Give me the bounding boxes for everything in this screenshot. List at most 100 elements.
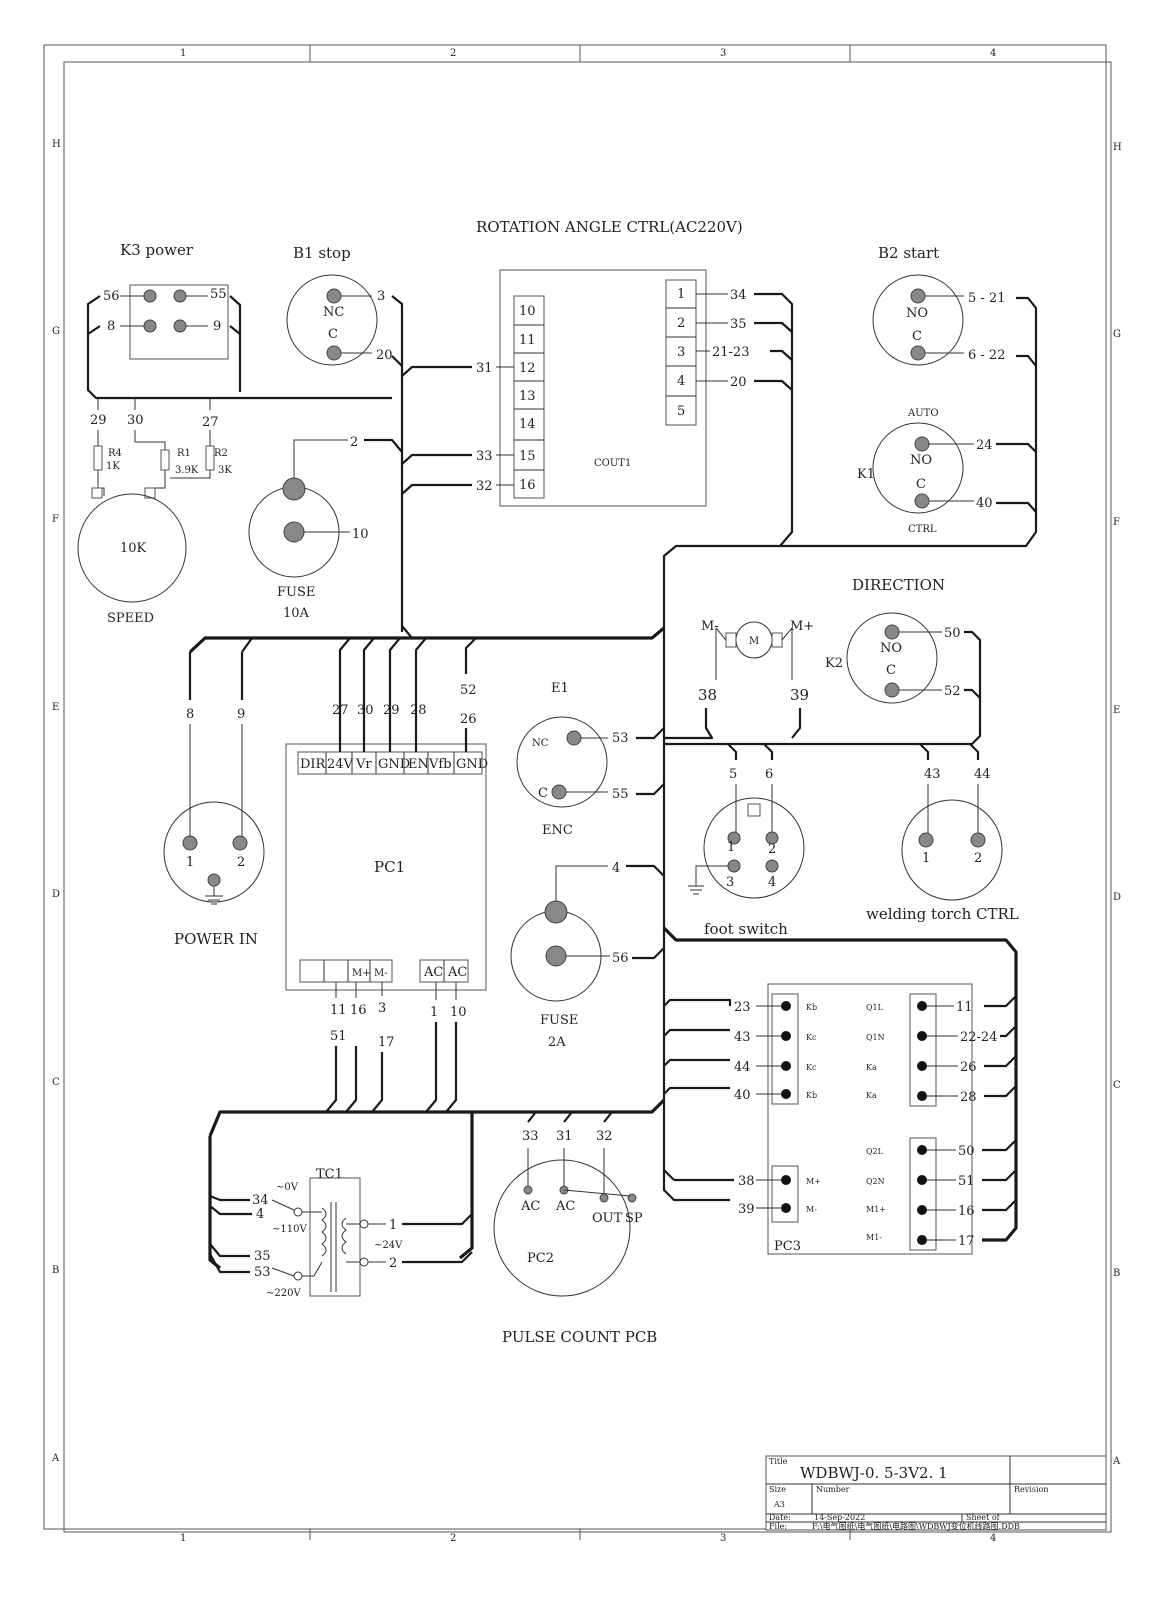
svg-text:51: 51 [958, 1174, 975, 1189]
svg-text:SPEED: SPEED [107, 611, 154, 626]
svg-text:Kc: Kc [806, 1033, 817, 1042]
svg-text:NO: NO [880, 641, 902, 656]
svg-text:52: 52 [944, 684, 961, 699]
svg-text:20: 20 [376, 348, 393, 363]
grid-col-4-bottom: 4 [990, 1533, 996, 1544]
svg-text:FUSE: FUSE [277, 585, 315, 600]
svg-text:4: 4 [677, 374, 685, 389]
svg-text:E: E [1113, 705, 1120, 716]
svg-text:10: 10 [450, 1005, 467, 1020]
svg-text:C: C [916, 477, 926, 492]
b2-start-button: NO C 5 - 21 6 - 22 [872, 274, 1005, 366]
svg-text:~220V: ~220V [266, 1288, 301, 1299]
svg-text:R4: R4 [108, 448, 122, 459]
svg-text:31: 31 [476, 361, 493, 376]
svg-text:5: 5 [677, 404, 685, 419]
svg-text:Q2N: Q2N [866, 1177, 885, 1186]
svg-text:1: 1 [727, 840, 735, 855]
svg-text:39: 39 [738, 1202, 755, 1217]
svg-text:FUSE: FUSE [540, 1013, 578, 1028]
svg-text:B: B [1113, 1268, 1120, 1279]
svg-text:A: A [1112, 1456, 1121, 1467]
svg-text:Ka: Ka [866, 1091, 877, 1100]
svg-text:GND: GND [456, 757, 488, 772]
svg-text:24: 24 [976, 438, 993, 453]
svg-text:H: H [52, 139, 61, 150]
svg-text:Q1N: Q1N [866, 1033, 885, 1042]
b1-stop-label: B1 stop [293, 244, 351, 262]
fuse-10a: 2 10 FUSE 10A [248, 435, 369, 621]
speed-potentiometer: 29 30 27 R4 1K R1 3.9K R2 3K 10K SPEED [77, 398, 232, 626]
svg-text:SP: SP [625, 1211, 643, 1226]
svg-text:H: H [1113, 142, 1122, 153]
grid-col-2: 2 [450, 48, 456, 59]
svg-text:3: 3 [726, 875, 734, 890]
svg-text:17: 17 [958, 1234, 975, 1249]
svg-text:34: 34 [730, 288, 747, 303]
foot-switch-socket: 5 6 1 2 3 4 foot switch [688, 767, 805, 938]
svg-text:NC: NC [532, 738, 549, 749]
svg-text:2: 2 [389, 1256, 397, 1271]
svg-text:40: 40 [734, 1088, 751, 1103]
svg-text:38: 38 [698, 686, 717, 704]
svg-text:Vr: Vr [355, 757, 372, 772]
svg-text:50: 50 [944, 626, 961, 641]
svg-text:G: G [52, 326, 60, 337]
svg-text:1: 1 [922, 851, 930, 866]
svg-text:50: 50 [958, 1144, 975, 1159]
pc1-bottom-wires [325, 982, 458, 1113]
pc1-top-wires [338, 637, 477, 752]
svg-text:33: 33 [522, 1129, 539, 1144]
svg-text:43: 43 [924, 767, 941, 782]
pc2-pulse-count-board: 33 31 32 AC AC OUT SP PC2 [493, 1129, 643, 1297]
rotation-angle-title: ROTATION ANGLE CTRL(AC220V) [476, 218, 743, 236]
svg-text:Vfb: Vfb [428, 757, 452, 772]
grid-col-3: 3 [720, 48, 726, 59]
b1-stop-button: NC C 3 20 [286, 274, 393, 366]
b2-start-label: B2 start [878, 244, 939, 262]
svg-text:welding torch CTRL: welding torch CTRL [866, 905, 1019, 923]
svg-text:15: 15 [519, 449, 536, 464]
svg-text:2: 2 [237, 855, 245, 870]
svg-text:A: A [51, 1453, 60, 1464]
svg-text:2: 2 [768, 842, 776, 857]
svg-text:27: 27 [202, 415, 219, 430]
svg-text:PC3: PC3 [774, 1239, 801, 1254]
svg-text:14: 14 [519, 417, 536, 432]
svg-text:Q2L: Q2L [866, 1147, 884, 1156]
k3-power-label: K3 power [120, 241, 194, 259]
svg-text:24V: 24V [327, 757, 354, 772]
svg-text:C: C [1113, 1080, 1121, 1091]
svg-text:TC1: TC1 [316, 1167, 343, 1182]
svg-text:5: 5 [729, 767, 737, 782]
svg-text:Kb: Kb [806, 1091, 817, 1100]
svg-text:NO: NO [910, 453, 932, 468]
svg-text:3: 3 [677, 345, 685, 360]
svg-text:3: 3 [378, 1001, 386, 1016]
svg-text:PC2: PC2 [527, 1251, 554, 1266]
svg-text:53: 53 [612, 731, 629, 746]
svg-text:F: F [52, 514, 59, 525]
svg-text:F: F [1113, 517, 1120, 528]
svg-text:3K: 3K [218, 465, 232, 476]
grid-col-2-bottom: 2 [450, 1533, 456, 1544]
grid-col-4: 4 [990, 48, 996, 59]
svg-text:4: 4 [768, 875, 776, 890]
svg-text:16: 16 [350, 1003, 367, 1018]
svg-text:3.9K: 3.9K [175, 465, 199, 476]
svg-text:M-: M- [374, 968, 388, 979]
svg-text:C: C [538, 786, 548, 801]
svg-text:35: 35 [254, 1249, 271, 1264]
svg-text:31: 31 [556, 1129, 573, 1144]
svg-text:AC: AC [520, 1199, 540, 1214]
grid-col-1: 1 [180, 48, 186, 59]
svg-text:Ka: Ka [866, 1063, 877, 1072]
svg-text:11: 11 [330, 1003, 347, 1018]
svg-text:26: 26 [460, 712, 477, 727]
svg-text:11: 11 [519, 333, 536, 348]
svg-text:28: 28 [960, 1090, 977, 1105]
svg-text:40: 40 [976, 496, 993, 511]
cout1-left-terminals: 10 11 12 13 14 15 16 [513, 295, 545, 499]
svg-text:Q1L: Q1L [866, 1003, 884, 1012]
